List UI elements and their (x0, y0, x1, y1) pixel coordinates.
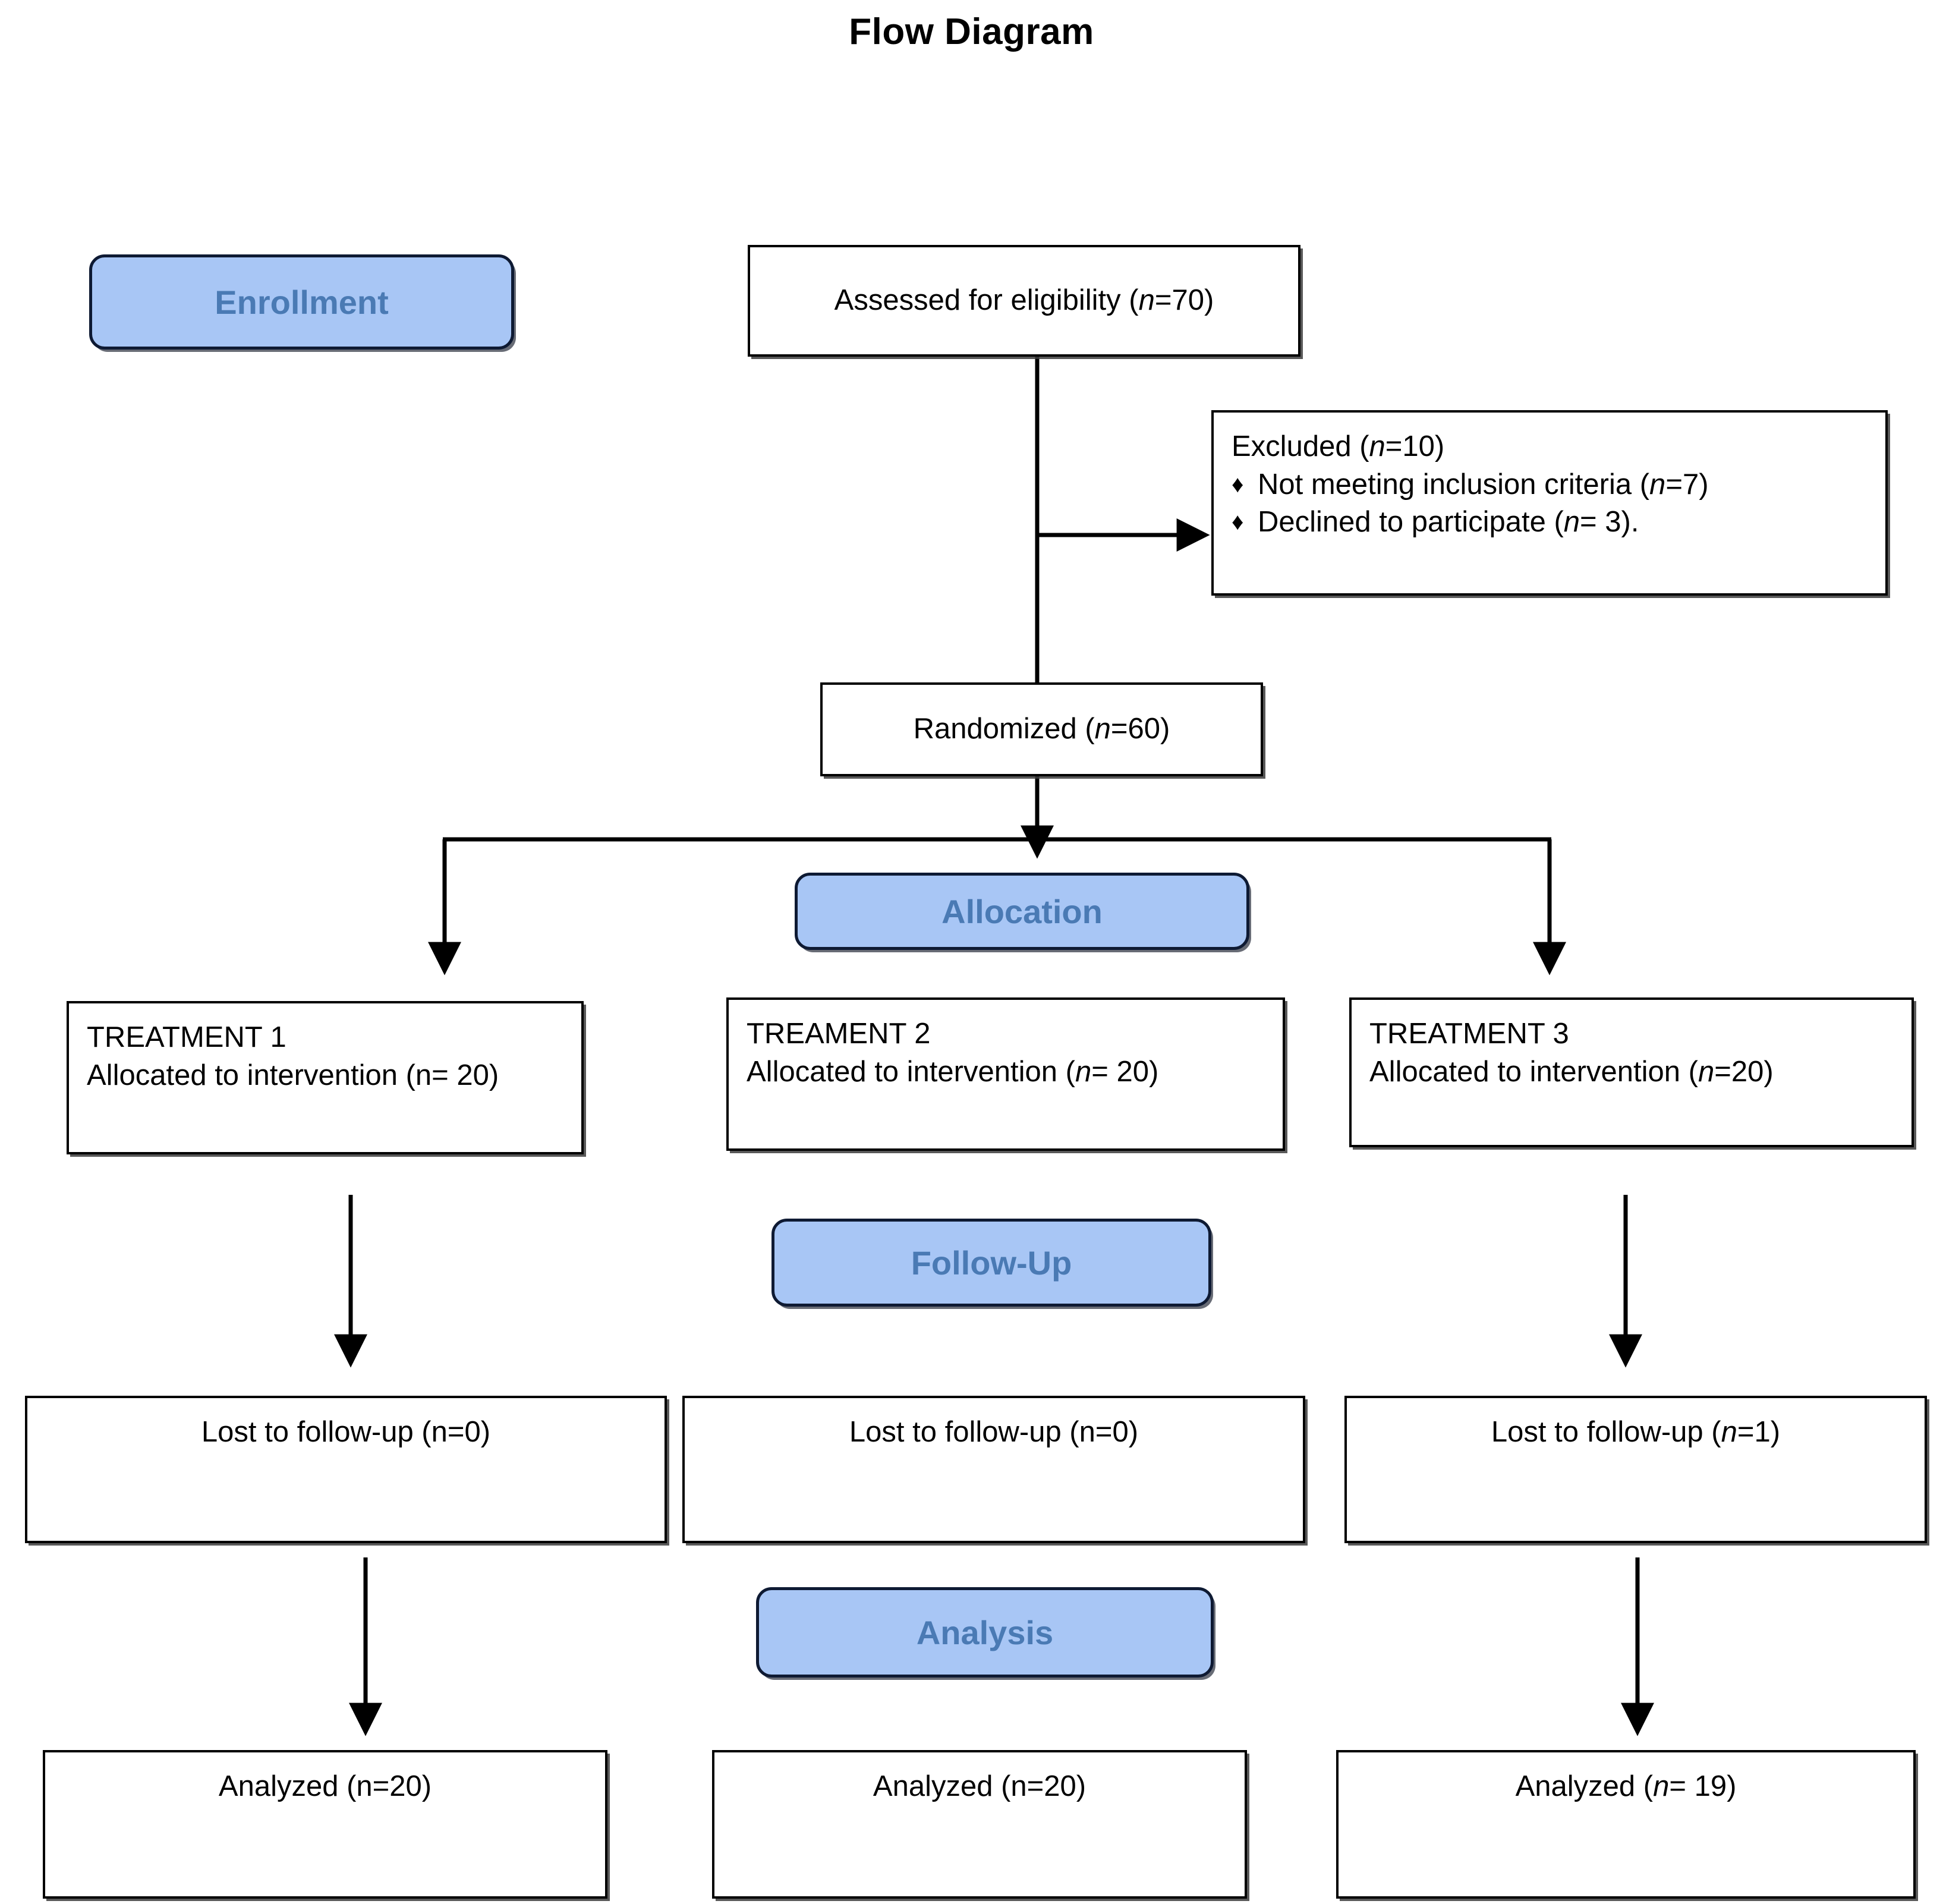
node-analyzed-3[interactable]: Analyzed (n= 19) (1336, 1750, 1916, 1899)
analyzed-2-text: Analyzed (n=20) (873, 1770, 1087, 1802)
excluded-reason-text: Declined to participate (n= 3). (1258, 506, 1639, 539)
treatment-3-title: TREATMENT 3 (1369, 1018, 1569, 1050)
assessed-text: Assessed for eligibility (n=70) (834, 284, 1214, 317)
stage-label-followup: Follow-Up (911, 1244, 1072, 1282)
excluded-heading: Excluded (n=10) (1232, 430, 1445, 462)
stage-badge-followup[interactable]: Follow-Up (771, 1219, 1211, 1307)
treatment-2-title: TREAMENT 2 (747, 1018, 931, 1050)
diamond-bullet-icon: ♦ (1232, 509, 1244, 536)
excluded-reason-item: ♦ Declined to participate (n= 3). (1232, 503, 1868, 542)
stage-badge-enrollment[interactable]: Enrollment (89, 254, 514, 350)
stage-label-enrollment: Enrollment (215, 283, 389, 321)
node-lost-to-followup-1[interactable]: Lost to follow-up (n=0) (25, 1396, 667, 1543)
stage-label-allocation: Allocation (941, 892, 1103, 930)
page-title: Flow Diagram (849, 11, 1094, 52)
stage-label-analysis: Analysis (916, 1613, 1054, 1651)
analyzed-3-text: Analyzed (n= 19) (1515, 1770, 1737, 1802)
node-analyzed-1[interactable]: Analyzed (n=20) (43, 1750, 607, 1899)
node-lost-to-followup-3[interactable]: Lost to follow-up (n=1) (1344, 1396, 1927, 1543)
lost-3-text: Lost to follow-up (n=1) (1491, 1416, 1781, 1448)
stage-badge-allocation[interactable]: Allocation (795, 873, 1249, 950)
node-randomized[interactable]: Randomized (n=60) (820, 682, 1263, 776)
node-analyzed-2[interactable]: Analyzed (n=20) (712, 1750, 1247, 1899)
treatment-2-allocation: Allocated to intervention (n= 20) (747, 1055, 1159, 1088)
node-excluded[interactable]: Excluded (n=10) ♦ Not meeting inclusion … (1211, 410, 1888, 596)
lost-2-text: Lost to follow-up (n=0) (849, 1416, 1139, 1448)
lost-1-text: Lost to follow-up (n=0) (201, 1416, 491, 1448)
treatment-3-allocation: Allocated to intervention (n=20) (1369, 1055, 1774, 1088)
randomized-text: Randomized (n=60) (913, 713, 1170, 745)
treatment-1-allocation: Allocated to intervention (n= 20) (87, 1059, 499, 1091)
treatment-1-title: TREATMENT 1 (87, 1021, 286, 1053)
node-treatment-2[interactable]: TREAMENT 2 Allocated to intervention (n=… (726, 997, 1285, 1151)
node-assessed-for-eligibility[interactable]: Assessed for eligibility (n=70) (748, 245, 1300, 357)
excluded-reason-text: Not meeting inclusion criteria (n=7) (1258, 468, 1709, 501)
node-treatment-1[interactable]: TREATMENT 1 Allocated to intervention (n… (67, 1001, 584, 1154)
excluded-reason-item: ♦ Not meeting inclusion criteria (n=7) (1232, 466, 1868, 504)
node-treatment-3[interactable]: TREATMENT 3 Allocated to intervention (n… (1349, 997, 1914, 1147)
diamond-bullet-icon: ♦ (1232, 471, 1244, 498)
analyzed-1-text: Analyzed (n=20) (218, 1770, 432, 1802)
node-lost-to-followup-2[interactable]: Lost to follow-up (n=0) (682, 1396, 1305, 1543)
stage-badge-analysis[interactable]: Analysis (756, 1587, 1214, 1678)
